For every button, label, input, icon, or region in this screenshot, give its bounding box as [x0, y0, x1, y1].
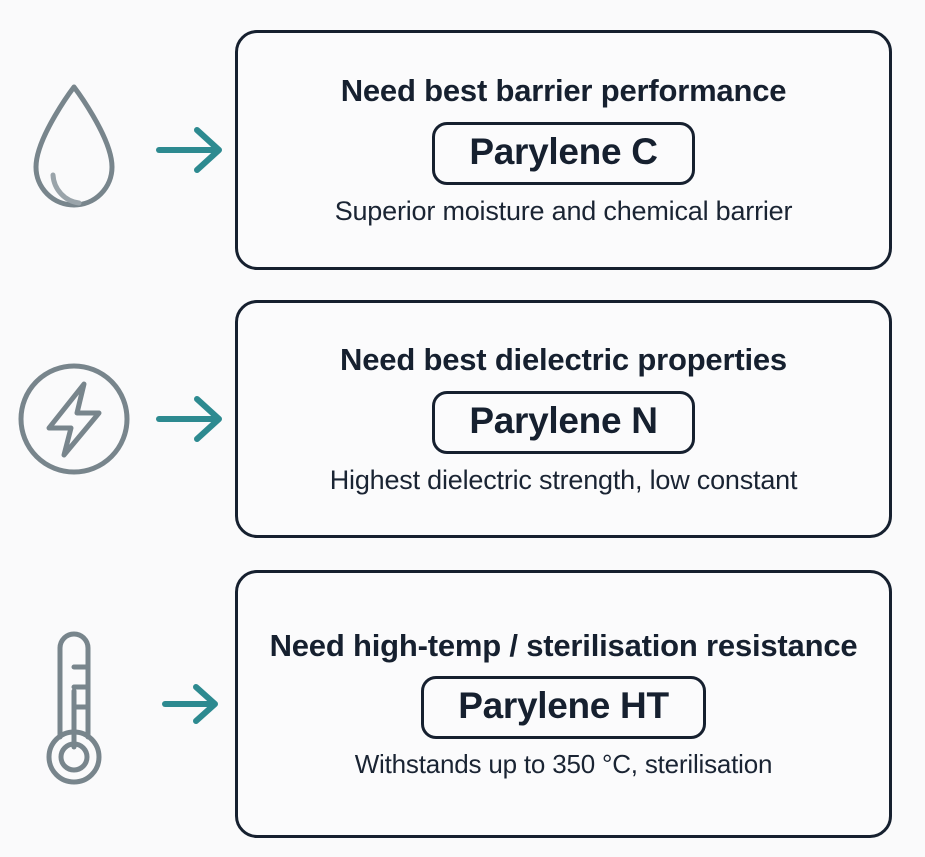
parylene-grade-label: Parylene N — [469, 400, 658, 442]
recommendation-card-parylene-n: Need best dielectric properties Parylene… — [235, 300, 892, 538]
parylene-grade-label: Parylene C — [469, 131, 658, 173]
card-subtitle: Highest dielectric strength, low constan… — [329, 465, 798, 496]
arrow-right-icon — [148, 570, 235, 838]
thermometer-icon — [0, 570, 148, 838]
selection-row-dielectric: Need best dielectric properties Parylene… — [0, 300, 925, 538]
parylene-grade-label: Parylene HT — [458, 685, 669, 726]
parylene-grade-pill: Parylene HT — [421, 676, 706, 739]
arrow-right-icon — [148, 30, 235, 270]
card-title: Need best barrier performance — [340, 72, 787, 108]
card-subtitle: Withstands up to 350 °C, sterilisation — [354, 748, 773, 779]
card-subtitle: Superior moisture and chemical barrier — [334, 196, 793, 227]
card-title: Need high-temp / sterilisation resistanc… — [269, 628, 858, 664]
lightning-bolt-circle-icon — [0, 300, 148, 538]
parylene-grade-pill: Parylene N — [432, 391, 695, 455]
arrow-right-icon — [148, 300, 235, 538]
card-title: Need best dielectric properties — [340, 341, 787, 377]
water-droplet-icon — [0, 30, 148, 270]
selection-row-barrier: Need best barrier performance Parylene C… — [0, 30, 925, 270]
recommendation-card-parylene-c: Need best barrier performance Parylene C… — [235, 30, 892, 270]
recommendation-card-parylene-ht: Need high-temp / sterilisation resistanc… — [235, 570, 892, 838]
parylene-grade-pill: Parylene C — [432, 122, 695, 186]
selection-row-high-temp: Need high-temp / sterilisation resistanc… — [0, 570, 925, 838]
